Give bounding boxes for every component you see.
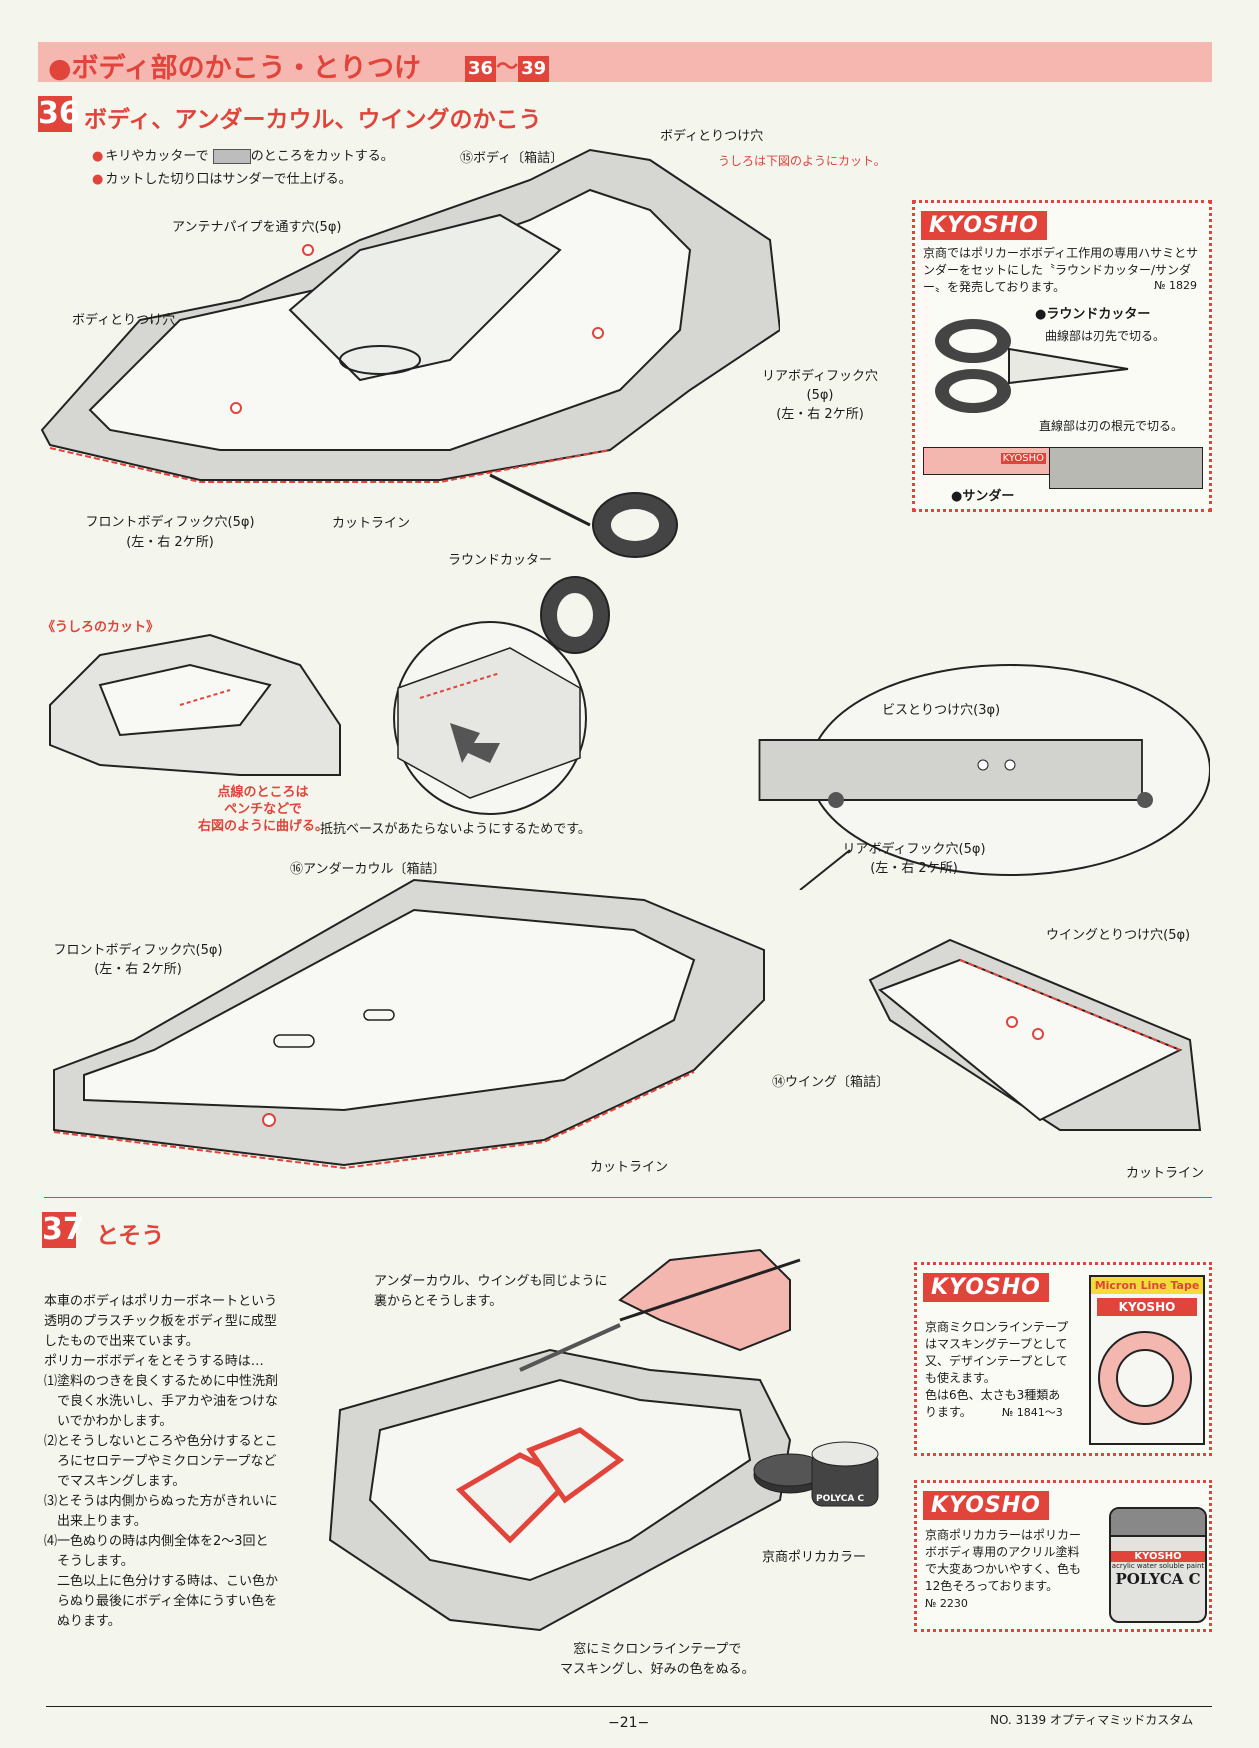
- wing-cut-line-label: カットライン: [1126, 1166, 1205, 1181]
- painting-instructions: 本車のボディはポリカーボネートという 透明のプラスチック板をボディ型に成型 した…: [44, 1292, 344, 1632]
- wing-detail: [758, 664, 1210, 890]
- page-title: ●ボディ部のかこう・とりつけ: [48, 53, 421, 84]
- wing-illustration: [868, 938, 1202, 1131]
- rear-cut-illustration: [49, 633, 341, 776]
- section-divider: [44, 1197, 1212, 1198]
- section-37-title: とそう: [96, 1223, 165, 1249]
- undercowl-front-hook-label: フロントボディフック穴(5φ) (左・右 2ケ所): [53, 943, 223, 977]
- tape-roll-icon: [1098, 1331, 1192, 1425]
- painting-step-2: ⑵とそうしないところや色分けするところにセロテープやミクロンテープなどでマスキン…: [44, 1434, 278, 1489]
- kyosho-cutter-part-no: № 1829: [1154, 279, 1197, 292]
- round-cutter-label: ラウンドカッター: [448, 553, 553, 568]
- polyca-jar: KYOSHO acrylic water soluble paint POLYC…: [1109, 1507, 1207, 1623]
- section-36-number: 36: [38, 96, 80, 132]
- undercowl-part-label: ⑯アンダーカウル〔箱詰〕: [290, 862, 446, 877]
- step-range: 36〜39: [465, 49, 550, 82]
- range-separator: 〜: [496, 55, 519, 80]
- body-part-label: ⑮ボディ〔箱詰〕: [460, 151, 564, 166]
- wing-part-label: ⑭ウイング〔箱詰〕: [772, 1075, 890, 1090]
- magnified-detail: [393, 621, 587, 815]
- footer-rule: [46, 1706, 1212, 1707]
- gray-swatch: [212, 149, 251, 164]
- front-hook-hole-label: フロントボディフック穴(5φ) (左・右 2ケ所): [85, 515, 255, 550]
- sander-pad: [1049, 447, 1203, 489]
- kyosho-paint-box: KYOSHO 京商ポリカカラーはポリカー ボボディ専用のアクリル塗料 で大変あつ…: [914, 1480, 1212, 1632]
- document-id: NO. 3139 オプティマミッドカスタム: [990, 1713, 1194, 1727]
- screw-holes-label: ビスとりつけ穴(3φ): [882, 703, 1001, 718]
- curve-note: 曲線部は刃先で切る。: [1045, 329, 1166, 343]
- section-36-title: ボディ、アンダーカウル、ウイングのかこう: [84, 107, 542, 133]
- paint-label: 京商ポリカカラー: [762, 1550, 867, 1565]
- paint-jar-icon: [753, 1441, 879, 1507]
- cut-line-label: カットライン: [332, 516, 411, 531]
- jar-label: POLYCA C: [816, 1494, 865, 1504]
- undercowl-cut-line-label: カットライン: [590, 1160, 669, 1175]
- paint-underside-note: アンダーカウル、ウイングも同じように 裏からとそうします。: [374, 1274, 608, 1309]
- range-end-badge: 39: [518, 56, 550, 82]
- wing-mount-hole-label: ウイングとりつけ穴(5φ): [1046, 928, 1191, 943]
- sander-label: ●サンダー: [951, 489, 1015, 504]
- undercowl-illustration: [53, 878, 765, 1170]
- kyosho-paint-text: 京商ポリカカラーはポリカー ボボディ専用のアクリル塗料 で大変あつかいやすく、色…: [925, 1528, 1082, 1610]
- body-mount-hole-top-label: ボディとりつけ穴: [660, 129, 764, 144]
- page-number: −21−: [608, 1715, 650, 1731]
- sander-handle: KYOSHO: [923, 447, 1051, 475]
- painting-step-4: ⑷一色ぬりの時は内側全体を2〜3回とそうします。二色以上に色分けする時は、こい色…: [44, 1534, 279, 1629]
- kyosho-logo: KYOSHO: [923, 1491, 1049, 1520]
- instruction-bullet-1: キリやカッターで のところをカットする。: [92, 148, 394, 166]
- kyosho-tape-box: KYOSHO 京商ミクロンラインテープ はマスキングテープとして 又、デザインテ…: [914, 1262, 1212, 1456]
- body-illustration: [40, 148, 780, 483]
- range-start-badge: 36: [465, 56, 497, 82]
- header-band: [38, 42, 1212, 82]
- body-mount-hole-left-label: ボディとりつけ穴: [72, 313, 176, 328]
- rear-cut-note: うしろは下図のようにカット。: [718, 154, 886, 168]
- dotted-note: 点線のところは ペンチなどで 右図のように曲げる。: [198, 785, 329, 834]
- dotted-note-reason: 抵抗ベースがあたらないようにするためです。: [320, 822, 591, 837]
- rear-hook-hole-label: リアボディフック穴 (5φ) (左・右 2ケ所): [761, 369, 879, 422]
- kyosho-logo: KYOSHO: [921, 211, 1047, 240]
- window-masking-note: 窓にミクロンラインテープで マスキングし、好みの色をぬる。: [560, 1642, 755, 1677]
- section-37-number: 37: [42, 1212, 84, 1248]
- antenna-hole-label: アンテナパイプを通す穴(5φ): [172, 220, 342, 235]
- kyosho-tape-text: 京商ミクロンラインテープ はマスキングテープとして 又、デザインテープとして も…: [925, 1320, 1069, 1419]
- painting-illustration: [328, 1248, 801, 1632]
- painting-step-1: ⑴塗料のつきを良くするために中性洗剤で良く水洗いし、手アカや油をつけないでかわか…: [44, 1374, 279, 1429]
- kyosho-logo: KYOSHO: [923, 1273, 1049, 1302]
- painting-step-3: ⑶とそうは内側からぬった方がきれいに出来上ります。: [44, 1494, 278, 1529]
- round-cutter-heading: ●ラウンドカッター: [1035, 307, 1151, 322]
- kyosho-cutter-text: 京商ではポリカーボボディ工作用の専用ハサミとサンダーをセットにした〝ラウンドカッ…: [923, 246, 1199, 294]
- kyosho-cutter-box: KYOSHO 京商ではポリカーボボディ工作用の専用ハサミとサンダーをセットにした…: [912, 200, 1212, 512]
- micron-tape-package: Micron Line Tape KYOSHO: [1089, 1275, 1205, 1445]
- wing-rear-hook-label: リアボディフック穴(5φ) (左・右 2ケ所): [842, 842, 986, 876]
- straight-note: 直線部は刃の根元で切る。: [1039, 419, 1184, 433]
- round-cutter-icon: [935, 319, 1129, 413]
- rear-cut-title: 《うしろのカット》: [42, 620, 160, 635]
- scissors-icon: [489, 473, 678, 654]
- instruction-bullet-2: カットした切り口はサンダーで仕上げる。: [92, 171, 351, 189]
